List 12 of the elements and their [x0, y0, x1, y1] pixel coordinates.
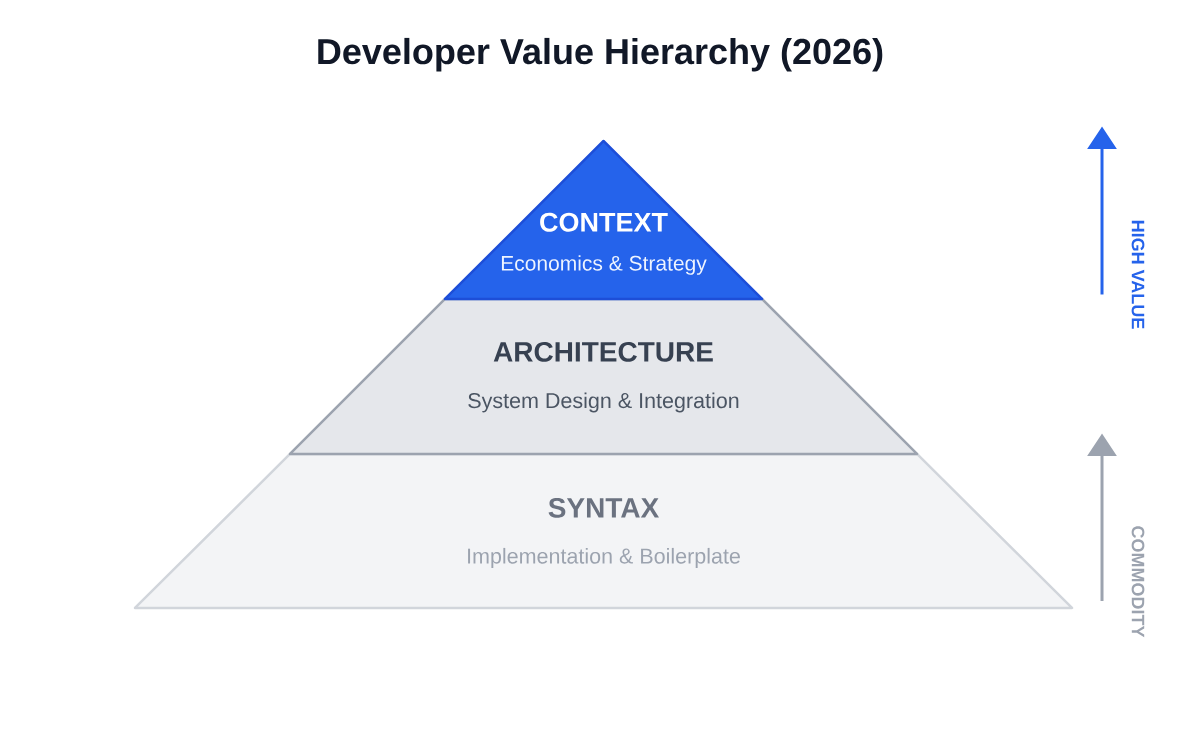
tier-title: ARCHITECTURE — [493, 341, 713, 362]
pyramid-tier — [443, 139, 764, 301]
tier-title: CONTEXT — [540, 212, 668, 232]
direction-label: COMMODITY — [1131, 526, 1145, 638]
tier-subtitle: Economics & Strategy — [501, 255, 707, 275]
pyramid-tier — [133, 452, 1074, 610]
title: Developer Value Hierarchy (2026) — [318, 37, 883, 72]
tier-subtitle: Implementation & Boilerplate — [468, 547, 740, 568]
tier-title: SYNTAX — [548, 497, 659, 518]
pyramid-tier — [288, 297, 919, 456]
tier-subtitle: System Design & Integration — [468, 392, 739, 413]
direction-label: HIGH VALUE — [1131, 220, 1145, 329]
